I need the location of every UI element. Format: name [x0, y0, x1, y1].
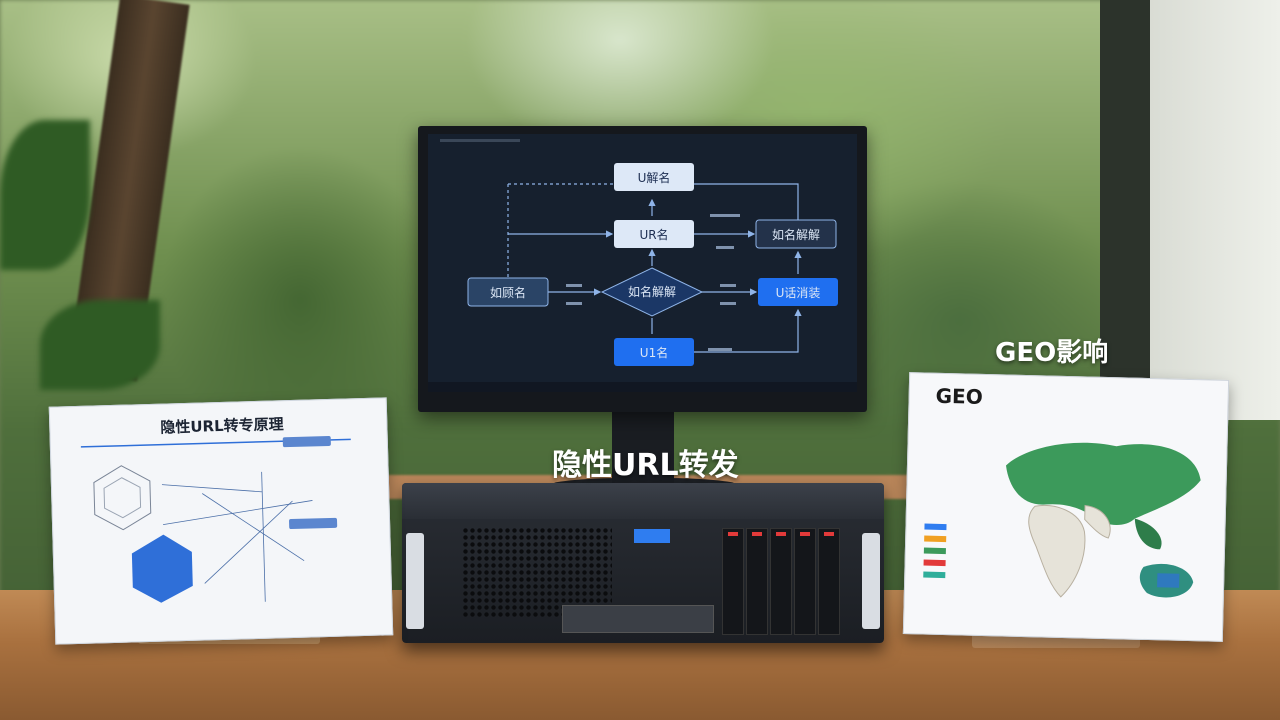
flowchart-edges [507, 183, 802, 353]
node-middle-label: UR名 [639, 227, 668, 242]
drive-led [824, 532, 834, 536]
window-title-bar [428, 134, 857, 148]
network-line [204, 500, 293, 584]
network-line [163, 500, 313, 526]
monitor-screen: U解名 UR名 如名解解 如顾名 如名解解 U话消装 U1名 [428, 134, 857, 392]
node-diamond-label: 如名解解 [628, 284, 676, 299]
legend-bar [923, 559, 946, 567]
drive-led [752, 532, 762, 536]
drive-bay [770, 528, 792, 635]
edge-label-smudge [708, 348, 732, 351]
right-card-title: GEO [935, 383, 984, 409]
map-africa [1028, 505, 1086, 598]
edge-label-smudges [566, 214, 740, 351]
left-card-diagram [80, 435, 351, 603]
node-right-bottom [758, 278, 838, 306]
network-lines [161, 471, 313, 602]
drive-led [800, 532, 810, 536]
edge-label-smudge [720, 284, 736, 287]
node-right-top-label: 如名解解 [772, 227, 820, 242]
edge-label-smudge [566, 302, 582, 305]
legend-bar [924, 535, 947, 543]
server-handle-right [862, 533, 880, 629]
edge-label-smudge [716, 246, 734, 249]
flowchart-diagram: U解名 UR名 如名解解 如顾名 如名解解 U话消装 U1名 [467, 163, 838, 366]
leaf [40, 300, 160, 390]
server-top-panel [402, 483, 884, 519]
node-right-top [755, 219, 837, 249]
drive-bay [818, 528, 840, 635]
monitor: U解名 UR名 如名解解 如顾名 如名解解 U话消装 U1名 [418, 126, 867, 412]
node-middle [614, 220, 694, 248]
network-line [261, 471, 266, 602]
taskbar [428, 382, 857, 392]
drive-bay [722, 528, 744, 635]
drive-led [776, 532, 786, 536]
server-chassis [402, 483, 884, 643]
window-wall [1150, 0, 1280, 420]
right-info-card: GEO [902, 372, 1230, 642]
node-right-bottom-label: U话消装 [776, 286, 821, 300]
left-info-card: 隐性URL转专原理 [48, 397, 394, 645]
node-left-label: 如顾名 [490, 285, 526, 300]
server-ports [562, 605, 714, 633]
map-middle-east [1084, 504, 1111, 539]
center-caption: 隐性URL转发 [552, 448, 739, 483]
legend-bar [923, 547, 946, 555]
node-diamond [600, 267, 704, 317]
node-top [614, 163, 694, 191]
window-title-placeholder [440, 139, 520, 142]
network-line [202, 493, 305, 562]
drive-bay [794, 528, 816, 635]
cube-shape [131, 534, 193, 603]
network-line [161, 484, 263, 493]
edge-top-to-right [694, 183, 799, 220]
node-top-label: U解名 [638, 170, 671, 185]
map-highlight [1157, 573, 1180, 588]
right-caption: GEO影响 [995, 338, 1109, 368]
server-lcd [634, 529, 670, 543]
radar-hexagon [93, 465, 152, 531]
server-handle-left [406, 533, 424, 629]
map-southeast-asia [1134, 518, 1162, 550]
node-left [467, 277, 549, 307]
legend-bar [924, 523, 947, 531]
monitor-neck [612, 410, 674, 490]
window-frame [1100, 0, 1150, 420]
world-map [1005, 442, 1201, 598]
edge-label-smudge [710, 214, 740, 217]
drive-led [728, 532, 738, 536]
map-eurasia [1005, 442, 1201, 525]
server-vent-grille [462, 527, 612, 617]
chip-label [289, 517, 338, 530]
leaf [0, 120, 90, 270]
node-bottom-label: U1名 [640, 345, 668, 360]
chip-label [282, 435, 331, 448]
edge-bottom-to-right [694, 308, 802, 353]
drive-bay [746, 528, 768, 635]
edge-label-smudge [720, 302, 736, 305]
edge-label-smudge [566, 284, 582, 287]
node-bottom [614, 338, 694, 366]
radar-hexagon-inner [103, 477, 142, 519]
legend-bar [923, 571, 946, 579]
